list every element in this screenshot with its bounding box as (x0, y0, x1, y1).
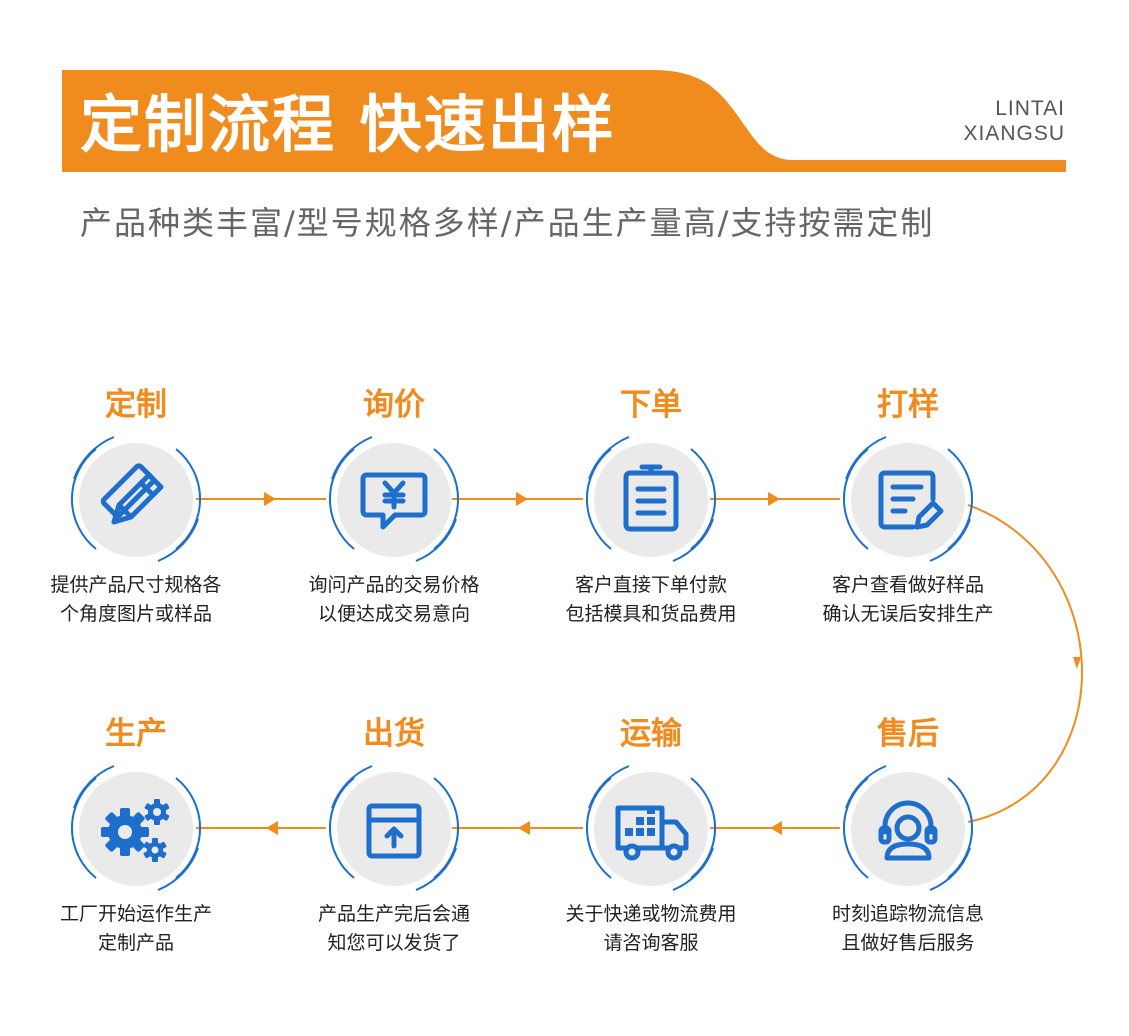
arrow-5-6 (770, 821, 782, 835)
step-title: 定制 (105, 387, 167, 423)
brand-line-1: LINTAI (995, 97, 1065, 120)
step-title: 出货 (363, 716, 425, 752)
step-description: 工厂开始运作生产 定制产品 (59, 903, 212, 954)
step-description: 关于快递或物流费用 请咨询客服 (565, 903, 737, 954)
arrow-3-4 (768, 492, 780, 506)
yen-chat-icon (337, 443, 451, 557)
clipboard-icon (594, 443, 708, 557)
step-description: 客户查看做好样品 确认无误后安排生产 (822, 574, 994, 625)
page-subtitle: 产品种类丰富/型号规格多样/产品生产量高/支持按需定制 (80, 204, 935, 242)
package-box-icon (337, 772, 451, 886)
step-title: 售后 (877, 716, 939, 752)
header-banner (62, 70, 1066, 172)
step-title: 下单 (620, 387, 682, 423)
pencil-ruler-icon (79, 443, 193, 557)
step-title: 运输 (620, 716, 682, 752)
step-description: 提供产品尺寸规格各 个角度图片或样品 (50, 574, 222, 625)
connector-4-5 (967, 504, 1083, 823)
step-title: 询价 (363, 387, 425, 423)
brand-line-2: XIANGSU (963, 122, 1065, 145)
form-edit-icon (851, 443, 965, 557)
arrow-4-5 (1073, 657, 1081, 669)
step-title: 生产 (105, 716, 167, 752)
brand-logo-text: LINTAI XIANGSU (963, 96, 1065, 146)
step-title: 打样 (877, 387, 939, 423)
step-description: 时刻追踪物流信息 且做好售后服务 (831, 903, 984, 954)
arrow-7-8 (266, 821, 278, 835)
page-title: 定制流程 快速出样 (80, 88, 616, 161)
delivery-truck-icon (594, 772, 708, 886)
step-description: 客户直接下单付款 包括模具和货品费用 (565, 574, 737, 625)
arrow-6-7 (518, 821, 530, 835)
arrow-1-2 (264, 492, 276, 506)
step-description: 产品生产完后会通 知您可以发货了 (317, 903, 470, 954)
step-description: 询问产品的交易价格 以便达成交易意向 (308, 574, 480, 625)
gears-icon (79, 772, 193, 886)
arrow-2-3 (516, 492, 528, 506)
headset-user-icon (851, 772, 965, 886)
banner-shape (62, 70, 1066, 172)
